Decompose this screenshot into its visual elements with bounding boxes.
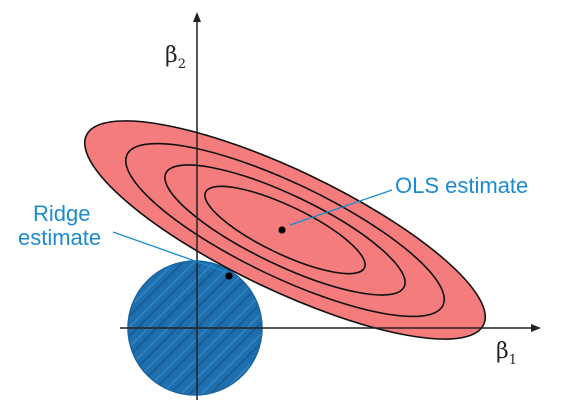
x-axis-symbol: β — [496, 339, 509, 364]
ridge-estimate-label-line1: Ridge — [33, 201, 90, 226]
ridge-estimate-label-line2: estimate — [18, 225, 101, 250]
ols-leader-line — [289, 189, 393, 226]
ols-contour-inner — [204, 185, 366, 275]
ridge-estimate-point — [225, 272, 233, 280]
y-axis-symbol: β — [165, 43, 178, 68]
ols-estimate-label: OLS estimate — [395, 173, 528, 198]
x-axis-label: β1 — [496, 339, 517, 368]
ridge-leader-line — [112, 231, 227, 273]
ols-contour-2 — [164, 164, 406, 296]
y-axis-label: β2 — [165, 43, 186, 72]
ols-contour-3 — [124, 142, 446, 318]
x-axis-subscript: 1 — [509, 353, 517, 368]
ols-estimate-point — [278, 226, 286, 234]
y-axis-arrowhead — [193, 12, 201, 22]
x-axis-arrowhead — [531, 324, 541, 332]
y-axis-subscript: 2 — [178, 57, 186, 72]
